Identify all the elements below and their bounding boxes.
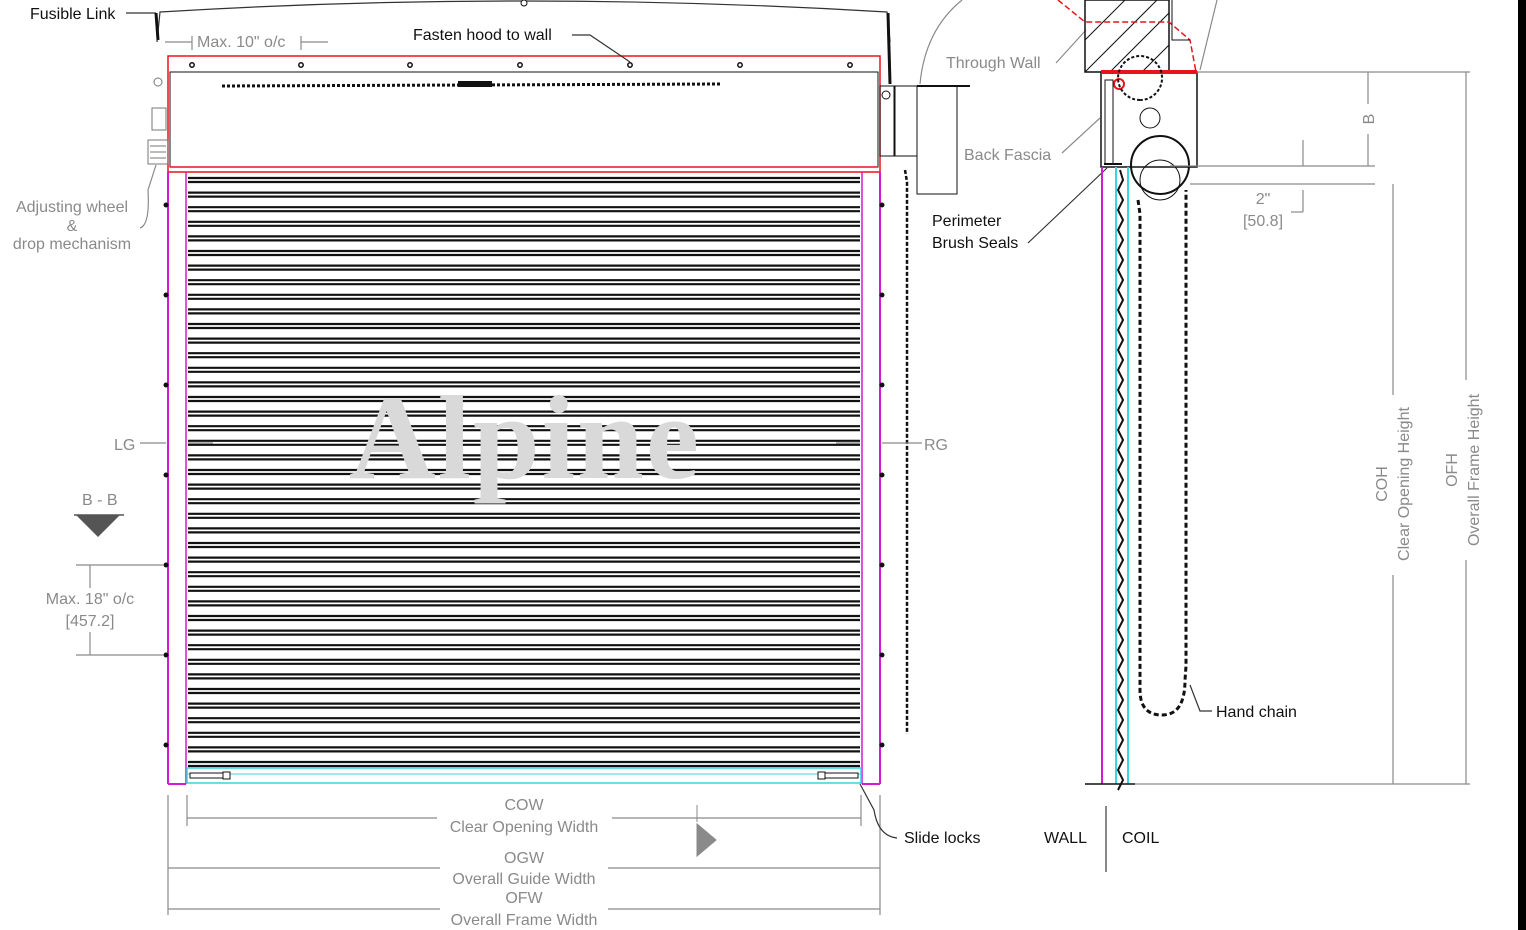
max-10-dimension xyxy=(165,36,328,50)
perimeter-label-1: Perimeter xyxy=(932,213,1002,230)
fusible-link-label: Fusible Link xyxy=(30,6,116,23)
side-guide xyxy=(1085,167,1135,785)
through-wall-label: Through Wall xyxy=(946,55,1041,72)
coil-housing xyxy=(1100,55,1198,201)
hand-chain-side xyxy=(1136,190,1188,717)
slide-lock-left xyxy=(189,771,231,780)
adjusting-label-1: Adjusting wheel xyxy=(16,199,128,216)
hood-fasteners xyxy=(189,62,853,68)
hood-outline xyxy=(167,55,881,173)
back-fascia-label: Back Fascia xyxy=(964,147,1051,164)
slide-lock-right xyxy=(817,771,859,780)
chain-connector xyxy=(458,81,492,87)
perimeter-label-2: Brush Seals xyxy=(932,235,1018,252)
two-inch-dimension xyxy=(1170,140,1375,213)
fasten-hood-leader xyxy=(572,34,631,63)
max-10-label: Max. 10" o/c xyxy=(197,34,285,51)
drive-chain-top xyxy=(221,82,721,88)
through-wall-leader xyxy=(1055,29,1087,64)
door-curtain-slats xyxy=(188,176,860,768)
cable-pulley xyxy=(520,0,528,7)
max-18-label: Max. 18" o/c xyxy=(46,591,134,608)
slide-locks-label: Slide locks xyxy=(904,830,980,847)
back-fascia-leader xyxy=(1061,117,1101,154)
lg-label: LG xyxy=(114,437,135,454)
direction-arrow-icon xyxy=(696,805,717,858)
watermark-text: Alpine xyxy=(349,371,701,504)
adjusting-leader xyxy=(139,164,157,229)
adjusting-wheel-icon xyxy=(147,77,169,165)
slide-locks-leader xyxy=(859,783,898,839)
rg-label: RG xyxy=(924,437,948,454)
cow-label: COW xyxy=(504,797,544,814)
two-mm-label: [50.8] xyxy=(1243,213,1283,230)
width-dimensions xyxy=(167,795,881,915)
bottom-bar xyxy=(186,767,862,784)
max-18-mm-label: [457.2] xyxy=(66,613,115,630)
perimeter-leader xyxy=(1027,167,1108,244)
wall-label: WALL xyxy=(1044,830,1087,847)
fasten-hood-label: Fasten hood to wall xyxy=(413,27,552,44)
coh-full-label: Clear Opening Height xyxy=(1396,407,1413,561)
max-18-dimension xyxy=(76,564,164,656)
height-dimensions xyxy=(1135,72,1470,785)
guide-anchors xyxy=(163,202,885,748)
ofh-label: OFH xyxy=(1444,453,1461,487)
two-inch-label: 2" xyxy=(1256,191,1271,208)
cow-full-label: Clear Opening Width xyxy=(450,819,599,836)
hand-chain-label: Hand chain xyxy=(1216,704,1297,721)
ofw-full-label: Overall Frame Width xyxy=(451,912,598,929)
coil-label: COIL xyxy=(1122,830,1159,847)
b-label: B xyxy=(1361,114,1378,125)
section-bb-label: B - B xyxy=(82,492,118,509)
adjusting-label-2: & xyxy=(67,218,78,235)
right-guide xyxy=(861,172,881,785)
ogw-full-label: Overall Guide Width xyxy=(452,871,595,888)
adjusting-label-3: drop mechanism xyxy=(13,236,131,253)
coh-label: COH xyxy=(1374,466,1391,502)
wall-section xyxy=(1057,0,1218,73)
ogw-label: OGW xyxy=(504,850,545,867)
ofw-label: OFW xyxy=(505,890,543,907)
ofh-full-label: Overall Frame Height xyxy=(1466,393,1483,546)
b-dimension xyxy=(1197,71,1470,166)
hand-chain-leader xyxy=(1189,684,1212,712)
left-guide xyxy=(167,172,187,785)
hand-chain-front xyxy=(903,169,909,734)
side-curtain-profile xyxy=(1116,169,1125,791)
chain-hoist-icon xyxy=(879,85,970,195)
section-arrow-icon xyxy=(76,515,120,537)
